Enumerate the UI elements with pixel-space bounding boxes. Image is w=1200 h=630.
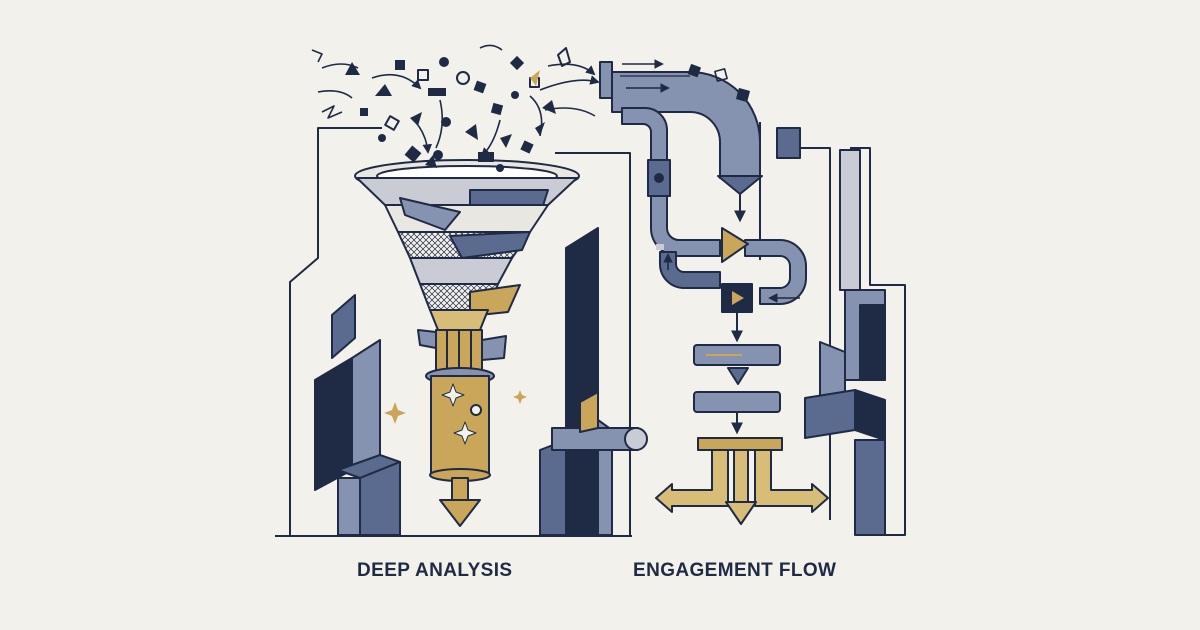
analysis-funnel xyxy=(354,159,580,527)
engagement-flow-illustration xyxy=(599,59,906,536)
right-buildings xyxy=(776,127,886,536)
curved-pipe xyxy=(599,61,763,223)
flow-loops xyxy=(659,227,807,343)
deep-analysis-label: DEEP ANALYSIS xyxy=(357,560,513,581)
particle-streams xyxy=(311,44,600,158)
left-buildings xyxy=(314,294,401,536)
top-arrows xyxy=(622,59,750,102)
stage-bars xyxy=(693,344,781,435)
deep-analysis-illustration xyxy=(275,44,648,537)
gold-splitter xyxy=(655,437,829,525)
mid-buildings xyxy=(539,227,648,536)
engagement-flow-label: ENGAGEMENT FLOW xyxy=(633,560,837,581)
side-pipe xyxy=(621,107,721,257)
data-particles xyxy=(345,47,571,172)
